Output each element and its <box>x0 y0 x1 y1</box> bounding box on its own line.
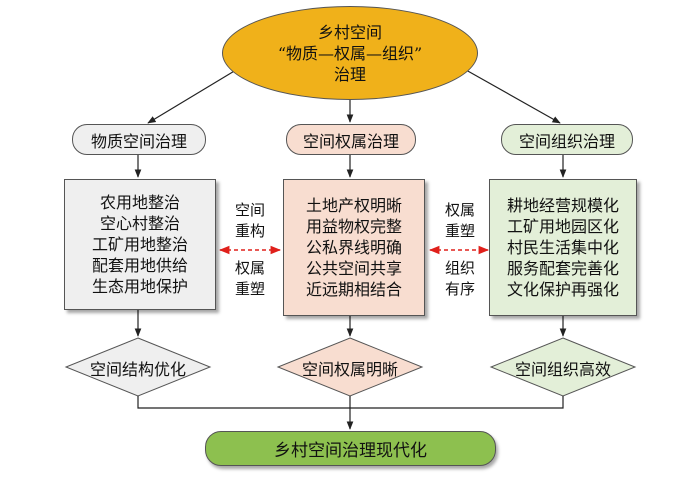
list-item: 公共空间共享 <box>305 259 402 278</box>
list-item: 服务配套完善化 <box>506 259 619 278</box>
link-text: 重塑 <box>444 222 475 240</box>
list-item: 村民生活集中化 <box>506 238 619 257</box>
link-text: 权属 <box>444 201 475 219</box>
list-item: 工矿用地整治 <box>91 235 188 254</box>
list-item: 近远期相结合 <box>305 280 402 299</box>
link-text: 权属 <box>234 259 265 277</box>
final-modernization-node: 乡村空间治理现代化 <box>205 431 496 466</box>
pill-label: 物质空间治理 <box>90 131 187 151</box>
final-label: 乡村空间治理现代化 <box>274 441 427 461</box>
pill-property-governance: 空间权属治理 <box>286 124 416 155</box>
list-item: 农用地整治 <box>99 193 180 212</box>
link-text: 有序 <box>444 280 475 298</box>
list-item: 生态用地保护 <box>91 277 188 296</box>
link-label-right-top: 权属 重塑 <box>432 200 488 242</box>
list-item: 土地产权明晰 <box>305 196 402 215</box>
link-text: 组织 <box>444 259 475 277</box>
top-line-1: 乡村空间 <box>317 22 382 42</box>
outcome-structure-optimization: 空间结构优化 <box>89 360 186 379</box>
pill-organization-governance: 空间组织治理 <box>501 124 633 155</box>
box-material-items: 农用地整治 空心村整治 工矿用地整治 配套用地供给 生态用地保护 <box>64 179 216 310</box>
top-line-2: “物质—权属—组织” <box>277 43 423 63</box>
top-ellipse: 乡村空间 “物质—权属—组织” 治理 <box>222 6 478 100</box>
box-organization-items: 耕地经营规模化 工矿用地园区化 村民生活集中化 服务配套完善化 文化保护再强化 <box>489 179 637 316</box>
list-item: 配套用地供给 <box>91 256 188 275</box>
link-text: 重塑 <box>234 280 265 298</box>
list-item: 空心村整治 <box>99 214 180 233</box>
outcome-organization-efficiency: 空间组织高效 <box>514 360 611 379</box>
link-label-left-top: 空间 重构 <box>222 200 278 242</box>
list-item: 用益物权完整 <box>305 217 402 236</box>
pill-label: 空间组织治理 <box>518 131 615 151</box>
link-text: 重构 <box>234 222 265 240</box>
pill-label: 空间权属治理 <box>302 131 399 151</box>
outcome-property-clarity: 空间权属明晰 <box>301 360 398 379</box>
list-item: 耕地经营规模化 <box>506 196 619 215</box>
list-item: 工矿用地园区化 <box>506 217 619 236</box>
arrow-top-to-right <box>465 69 561 124</box>
link-label-right-bottom: 组织 有序 <box>432 258 488 300</box>
pill-material-governance: 物质空间治理 <box>72 124 206 155</box>
link-text: 空间 <box>234 201 265 219</box>
link-label-left-bottom: 权属 重塑 <box>222 258 278 300</box>
box-property-items: 土地产权明晰 用益物权完整 公私界线明确 公共空间共享 近远期相结合 <box>283 179 425 316</box>
list-item: 文化保护再强化 <box>506 280 619 299</box>
arrow-top-to-left <box>147 69 237 124</box>
top-line-3: 治理 <box>333 64 366 84</box>
list-item: 公私界线明确 <box>305 238 402 257</box>
